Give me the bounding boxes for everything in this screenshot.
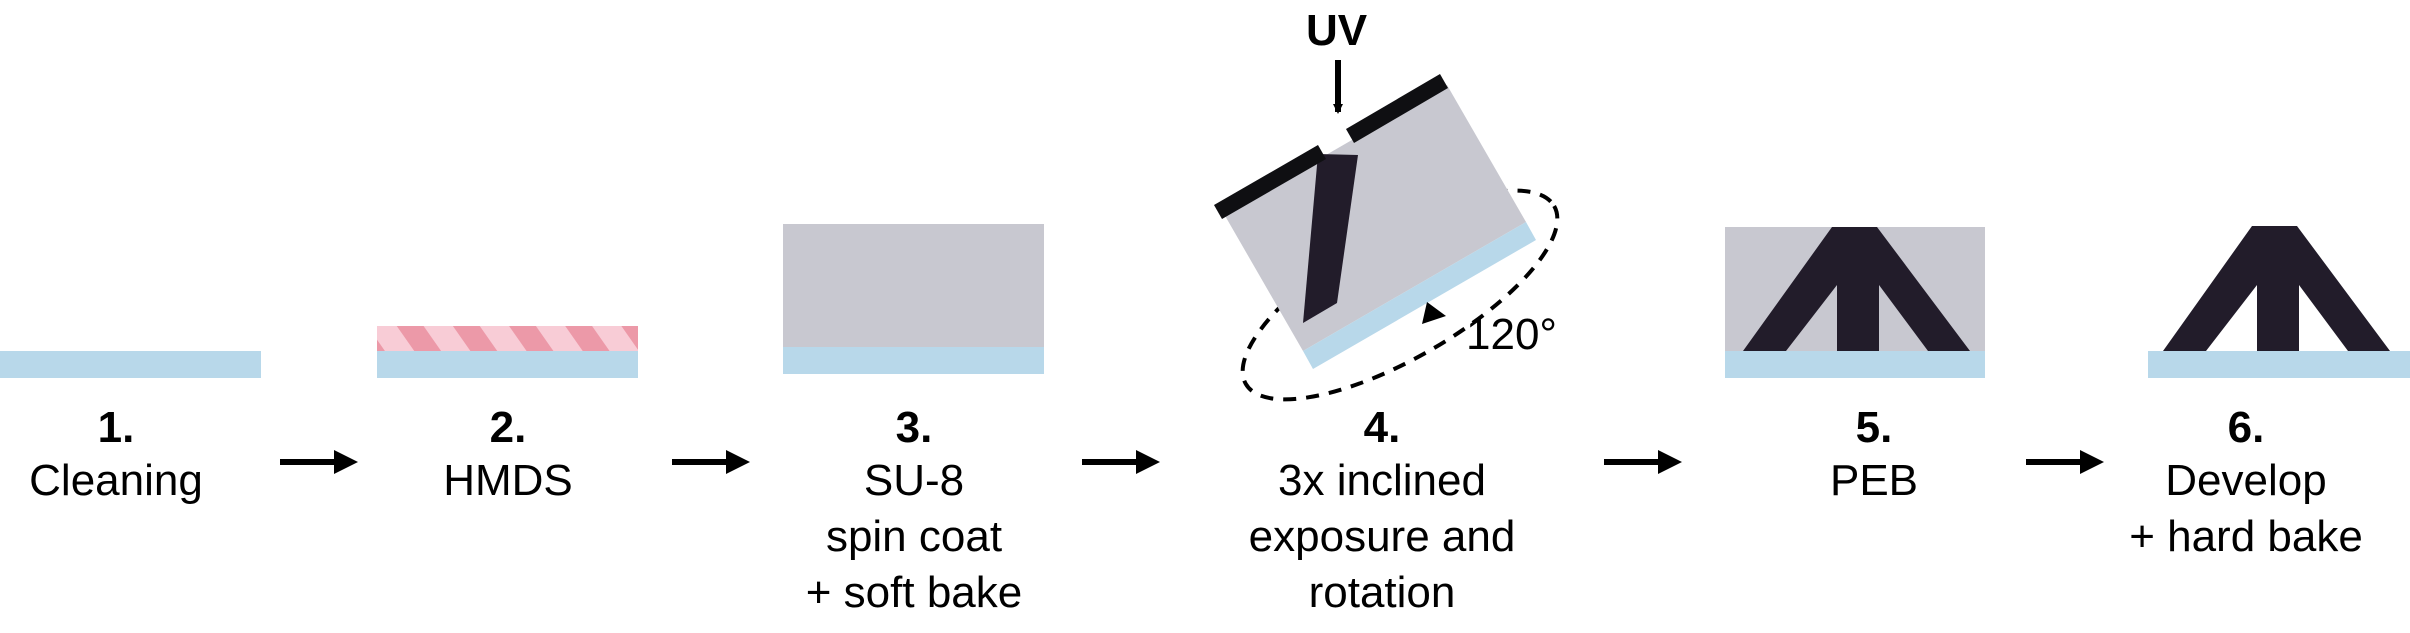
step-5-label: 5. PEB <box>1714 403 2034 509</box>
arrow-4-5 <box>1604 450 1682 474</box>
step-5-illustration <box>1725 227 1985 378</box>
photomask-left <box>1214 145 1326 219</box>
substrate-3 <box>783 347 1044 374</box>
step-text-line: SU-8 <box>863 456 965 505</box>
step-2-label: 2. HMDS <box>348 403 668 509</box>
substrate-1 <box>0 351 261 378</box>
step-text-line: + hard bake <box>2129 512 2363 561</box>
step-text-line: HMDS <box>443 456 573 505</box>
step-3-illustration <box>783 224 1044 374</box>
rotation-angle-label: 120° <box>1466 310 1558 359</box>
su8-resist-layer <box>783 224 1044 347</box>
step-6-label: 6. Develop + hard bake <box>2082 403 2410 565</box>
step-1-label: 1. Cleaning <box>0 403 276 509</box>
step-text-line: exposure and <box>1248 512 1516 561</box>
arrow-2-3 <box>672 450 750 474</box>
step-number: 1. <box>97 403 135 452</box>
developed-structure-6 <box>2163 226 2390 351</box>
tilted-resist <box>1224 85 1526 351</box>
arrow-1-2 <box>280 450 358 474</box>
step-number: 3. <box>895 403 933 452</box>
crosslinked-structure-5 <box>1743 227 1970 351</box>
step-4-label: 4. 3x inclined exposure and rotation <box>1222 403 1542 621</box>
photomask-right <box>1346 74 1448 143</box>
step-6-illustration <box>2148 226 2410 378</box>
step-text-line: PEB <box>1829 456 1919 505</box>
step-2-illustration <box>377 326 638 378</box>
exposed-channel <box>1303 154 1358 323</box>
uv-label: UV <box>1306 6 1368 55</box>
step-text-line: + soft bake <box>805 568 1023 617</box>
arrow-3-4 <box>1082 450 1160 474</box>
step-number: 4. <box>1363 403 1401 452</box>
process-arrows <box>280 450 2104 474</box>
step-text-line: rotation <box>1308 568 1456 617</box>
step-number: 5. <box>1855 403 1893 452</box>
hmds-layer <box>377 326 638 351</box>
step-3-label: 3. SU-8 spin coat + soft bake <box>754 403 1074 621</box>
step-text-line: 3x inclined <box>1278 456 1486 505</box>
step-text-line: Develop <box>2165 456 2327 505</box>
step-number: 2. <box>489 403 527 452</box>
step-text-line: spin coat <box>825 512 1003 561</box>
substrate-6 <box>2148 351 2410 378</box>
substrate-5 <box>1725 351 1985 378</box>
step-text-line: Cleaning <box>29 456 203 505</box>
substrate-2 <box>377 351 638 378</box>
tilted-substrate <box>1303 222 1536 369</box>
step-1-illustration <box>0 351 261 378</box>
step-number: 6. <box>2227 403 2265 452</box>
arrow-5-6 <box>2026 450 2104 474</box>
rotation-arrowhead <box>1422 302 1446 324</box>
step-4-illustration <box>1214 60 1560 402</box>
